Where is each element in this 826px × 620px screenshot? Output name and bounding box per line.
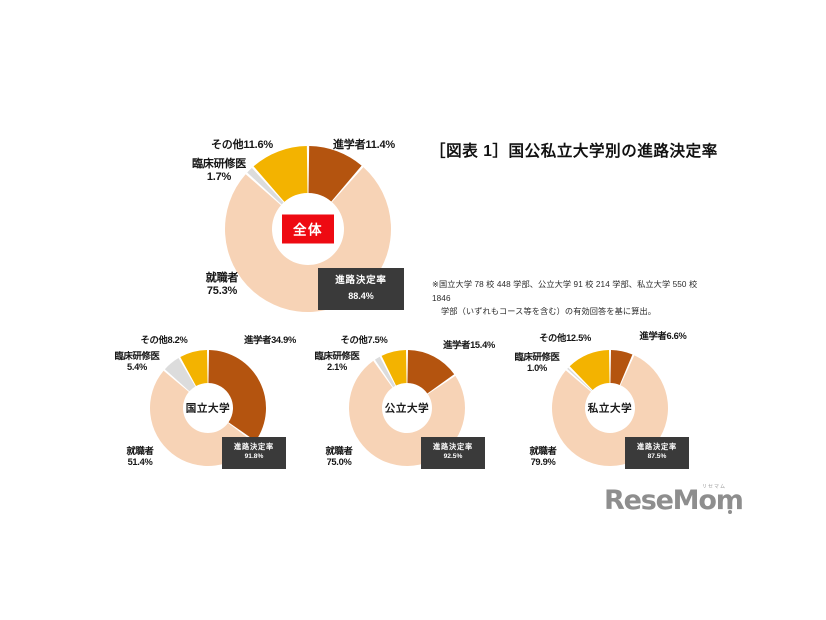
slice-value: 8.2%: [167, 335, 188, 345]
center-label-private: 私立大学: [587, 402, 633, 415]
slice-name: 臨床研修医: [114, 351, 160, 361]
slice-label-public-shushoku: 就職者 75.0%: [311, 446, 367, 468]
rate-box-title: 進路決定率: [335, 275, 387, 286]
slice-name: 臨床研修医: [192, 158, 246, 170]
center-label-public: 公立大学: [384, 402, 430, 415]
slice-label-total-rinsho: 臨床研修医 1.7%: [178, 158, 260, 184]
pie-slice-sonota: [180, 350, 208, 387]
slice-value: 1.7%: [206, 170, 232, 183]
slice-value: 51.4%: [127, 456, 153, 467]
center-label-total: 全体: [282, 214, 334, 244]
slice-label-public-sonota: その他7.5%: [325, 335, 403, 346]
rate-box-private: 進路決定率 87.5%: [625, 437, 689, 469]
slice-name: 進学者: [443, 340, 471, 350]
slice-label-national-shingaku: 進学者34.9%: [228, 335, 312, 346]
slice-value: 6.6%: [666, 331, 687, 341]
slice-value: 11.4%: [365, 139, 395, 151]
logo-ruby-text: リセマム: [701, 484, 726, 490]
slice-name: 就職者: [205, 272, 239, 284]
pie-slice-rinsho: [567, 367, 593, 392]
slice-value: 5.4%: [127, 361, 147, 372]
slice-name: 就職者: [126, 446, 154, 456]
slice-value: 11.6%: [243, 139, 273, 151]
center-label-national: 国立大学: [185, 402, 231, 415]
pie-slice-sonota: [253, 146, 308, 202]
pie-slice-rinsho: [164, 358, 196, 392]
slice-value: 12.5%: [566, 333, 591, 343]
rate-box-value: 92.5%: [443, 452, 463, 460]
rate-box-title: 進路決定率: [234, 442, 274, 451]
rate-box-title: 進路決定率: [637, 442, 677, 451]
slice-name: その他: [211, 139, 244, 151]
pie-slice-rinsho: [374, 356, 396, 388]
slice-value: 7.5%: [367, 335, 388, 345]
slice-label-private-shushoku: 就職者 79.9%: [515, 446, 571, 468]
slice-label-public-rinsho: 臨床研修医 2.1%: [300, 351, 374, 373]
rate-box-value: 87.5%: [647, 452, 667, 460]
rate-box-value: 91.8%: [244, 452, 264, 460]
slice-value: 75.0%: [326, 456, 352, 467]
rate-box-title: 進路決定率: [433, 442, 473, 451]
slice-name: その他: [140, 335, 168, 345]
slice-value: 34.9%: [271, 335, 296, 345]
slice-name: 就職者: [529, 446, 557, 456]
page-title: ［図表 1］国公私立大学別の進路決定率: [430, 143, 718, 160]
slice-label-national-shushoku: 就職者 51.4%: [112, 446, 168, 468]
slice-value: 2.1%: [327, 361, 347, 372]
slice-name: 就職者: [325, 446, 353, 456]
slice-label-national-rinsho: 臨床研修医 5.4%: [100, 351, 174, 373]
slice-label-public-shingaku: 進学者15.4%: [427, 340, 511, 351]
slice-name: 臨床研修医: [314, 351, 360, 361]
pie-slice-sonota: [569, 350, 610, 391]
rate-box-public: 進路決定率 92.5%: [421, 437, 485, 469]
pie-slice-shingaku: [308, 146, 362, 202]
rate-box-national: 進路決定率 91.8%: [222, 437, 286, 469]
slice-label-total-shushoku: 就職者 75.3%: [186, 272, 258, 298]
slice-name: 臨床研修医: [514, 352, 560, 362]
slice-label-national-sonota: その他8.2%: [124, 335, 204, 346]
slice-label-private-shingaku: 進学者6.6%: [623, 331, 703, 342]
slice-value: 1.0%: [527, 362, 547, 373]
footnote: ※国立大学 78 校 448 学部、公立大学 91 校 214 学部、私立大学 …: [432, 278, 718, 319]
rate-box-total: 進路決定率 88.4%: [318, 268, 404, 310]
slice-name: 進学者: [333, 139, 366, 151]
pie-slice-shingaku: [407, 350, 455, 394]
pie-slice-shingaku: [208, 350, 266, 442]
rate-box-value: 88.4%: [348, 290, 374, 301]
slice-name: 進学者: [244, 335, 272, 345]
pie-slice-sonota: [381, 350, 407, 386]
slice-label-total-sonota: その他11.6%: [196, 139, 288, 152]
slice-label-private-sonota: その他12.5%: [523, 333, 607, 344]
logo-wordmark: ReseMom: [604, 485, 744, 516]
pie-slice-shingaku: [610, 350, 633, 385]
slice-label-private-rinsho: 臨床研修医 1.0%: [500, 352, 574, 374]
slice-value: 15.4%: [470, 340, 495, 350]
resemom-logo: ReseMom リセマム: [604, 484, 744, 518]
slice-name: 進学者: [639, 331, 667, 341]
footnote-line-1: ※国立大学 78 校 448 学部、公立大学 91 校 214 学部、私立大学 …: [432, 280, 698, 303]
pie-slice-rinsho: [247, 167, 284, 205]
slice-value: 75.3%: [206, 284, 238, 297]
footnote-line-2: 学部（いずれもコース等を含む）の有効回答を基に算出。: [441, 307, 657, 317]
logo-dot: [728, 510, 732, 514]
slice-name: その他: [539, 333, 567, 343]
slice-value: 79.9%: [530, 456, 556, 467]
slice-name: その他: [340, 335, 368, 345]
slice-label-total-shingaku: 進学者11.4%: [318, 139, 410, 152]
